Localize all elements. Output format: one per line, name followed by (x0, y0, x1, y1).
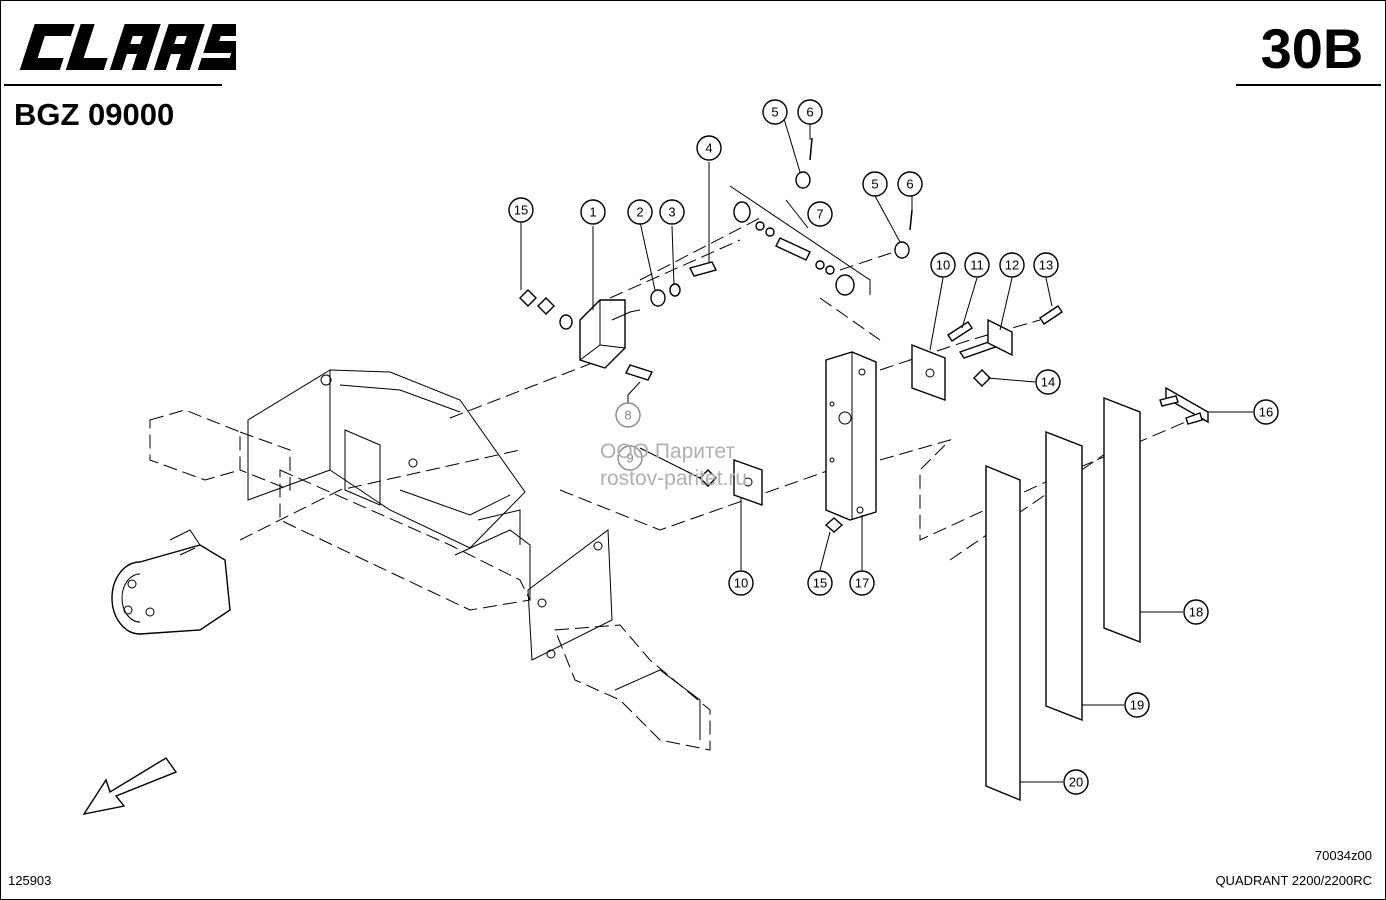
callout-5a: 5 (762, 99, 788, 125)
svg-text:9: 9 (626, 451, 633, 466)
svg-text:7: 7 (816, 207, 823, 222)
callout-2: 2 (627, 199, 653, 225)
callout-8: 8 (615, 402, 641, 428)
callout-9: 9 (617, 445, 643, 471)
svg-text:5: 5 (771, 105, 778, 120)
svg-text:5: 5 (871, 177, 878, 192)
svg-text:17: 17 (855, 576, 869, 591)
callout-11: 11 (964, 252, 990, 278)
callout-15a: 15 (508, 197, 534, 223)
callout-15b: 15 (807, 570, 833, 596)
svg-text:12: 12 (1005, 258, 1019, 273)
callout-14: 14 (1035, 369, 1061, 395)
callout-6b: 6 (897, 171, 923, 197)
header-rule-right (1236, 84, 1381, 86)
svg-text:16: 16 (1259, 405, 1273, 420)
group-code: BGZ 09000 (14, 97, 175, 132)
callout-6a: 6 (797, 99, 823, 125)
svg-text:3: 3 (668, 205, 675, 220)
sheet-number: 30B (1260, 17, 1364, 80)
callout-10b: 10 (728, 570, 754, 596)
callout-1: 1 (580, 199, 606, 225)
svg-text:15: 15 (514, 203, 528, 218)
callout-7: 7 (807, 201, 833, 227)
callout-4: 4 (696, 135, 722, 161)
svg-text:4: 4 (705, 141, 712, 156)
mount-plate-parts (699, 305, 1209, 521)
svg-text:14: 14 (1041, 375, 1055, 390)
svg-text:15: 15 (813, 576, 827, 591)
callout-17: 17 (849, 570, 875, 596)
svg-text:1: 1 (589, 205, 596, 220)
watermark: ООО Паритет rostov-paritet.ru (600, 438, 860, 498)
svg-text:2: 2 (636, 205, 643, 220)
svg-text:6: 6 (806, 105, 813, 120)
rod-assembly (733, 137, 913, 296)
callout-19: 19 (1124, 692, 1150, 718)
svg-text:8: 8 (624, 408, 631, 423)
callout-3: 3 (659, 199, 685, 225)
callout-12: 12 (999, 252, 1025, 278)
machine-model: QUADRANT 2200/2200RC (1215, 873, 1372, 888)
callout-13: 13 (1033, 252, 1059, 278)
svg-text:19: 19 (1130, 698, 1144, 713)
drawing-id: 125903 (8, 873, 52, 888)
watermark-line-2: rostov-paritet.ru (600, 467, 748, 490)
leader-lines (520, 111, 1253, 783)
callout-18: 18 (1183, 599, 1209, 625)
svg-text:18: 18 (1189, 605, 1203, 620)
svg-text:10: 10 (734, 576, 748, 591)
callout-16: 16 (1253, 399, 1279, 425)
bracket-parts (519, 261, 844, 533)
svg-text:6: 6 (906, 177, 913, 192)
svg-text:11: 11 (970, 258, 984, 273)
callout-10a: 10 (930, 252, 956, 278)
callout-5b: 5 (862, 171, 888, 197)
callout-20: 20 (1063, 769, 1089, 795)
svg-text:10: 10 (936, 258, 950, 273)
frame-assembly (149, 369, 711, 751)
header-rule-left (4, 84, 222, 86)
arrow-down-left-icon (82, 757, 178, 816)
hydraulic-motor (111, 529, 231, 635)
watermark-line-1: ООО Паритет (600, 440, 736, 463)
svg-text:20: 20 (1069, 775, 1083, 790)
image-code: 70034z00 (1314, 848, 1372, 863)
svg-text:13: 13 (1039, 258, 1053, 273)
strip-parts (985, 396, 1141, 802)
